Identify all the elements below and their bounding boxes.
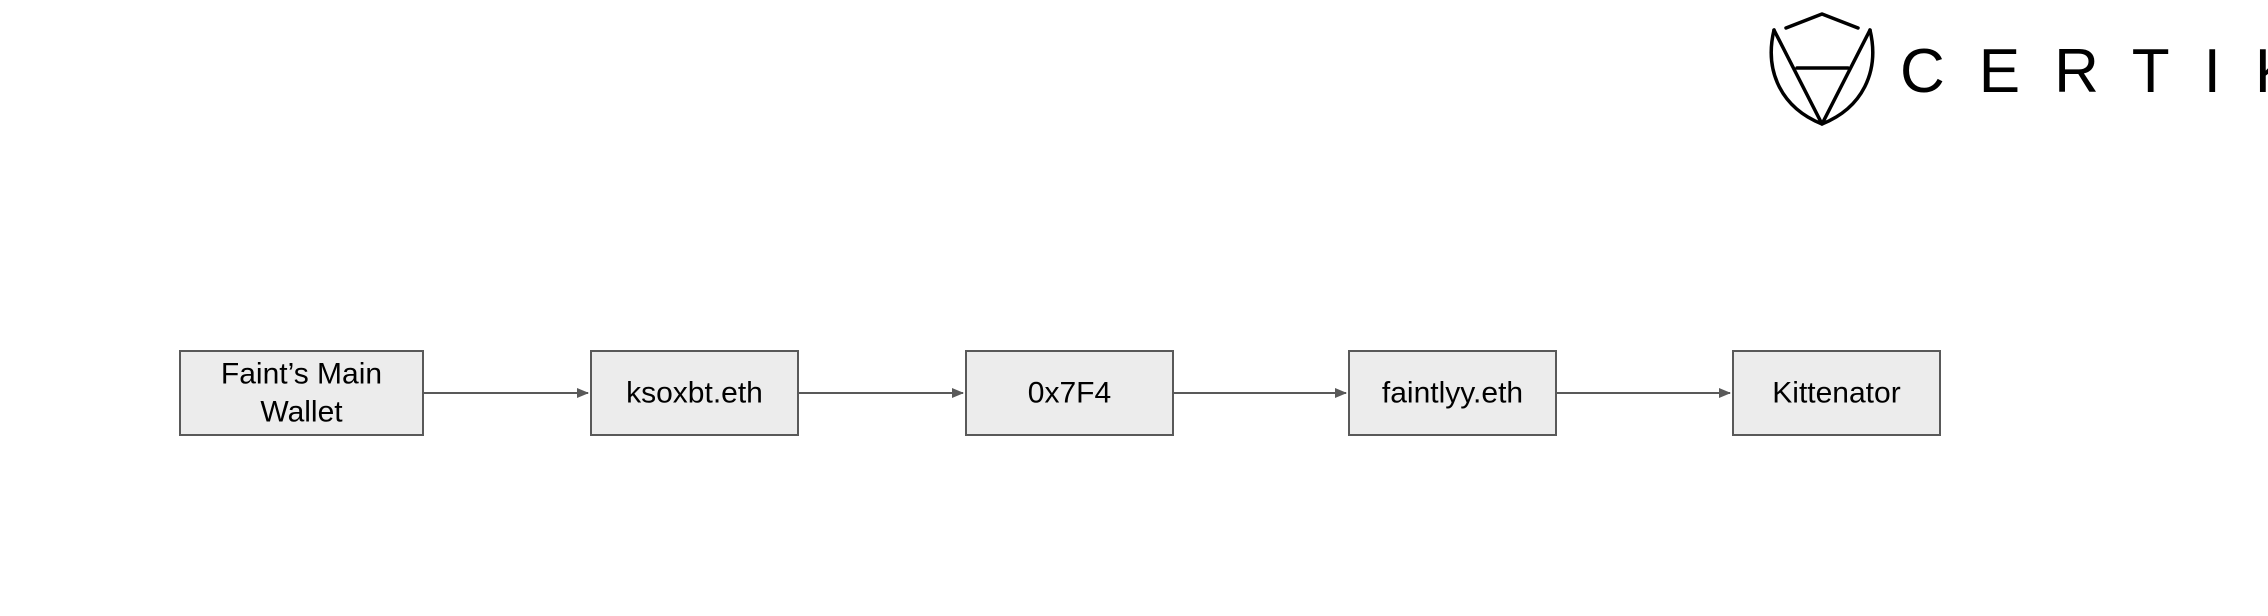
node-kittenator: Kittenator (1732, 350, 1941, 436)
node-0x7f4: 0x7F4 (965, 350, 1174, 436)
node-label: Kittenator (1772, 377, 1900, 410)
node-label: 0x7F4 (1028, 377, 1111, 410)
node-box (590, 350, 799, 436)
certik-logo: CERTIK (1769, 12, 2268, 126)
node-label: ksoxbt.eth (626, 377, 763, 410)
node-ksoxbt: ksoxbt.eth (590, 350, 799, 436)
node-box (1732, 350, 1941, 436)
node-label: faintlyy.eth (1382, 377, 1523, 410)
node-box (179, 350, 424, 436)
node-box (1348, 350, 1557, 436)
node-faintlyy: faintlyy.eth (1348, 350, 1557, 436)
node-box (965, 350, 1174, 436)
certik-wordmark: CERTIK (1900, 37, 2268, 106)
node-label: Wallet (260, 396, 343, 429)
node-label: Faint’s Main (221, 358, 382, 391)
certik-shield-icon (1769, 12, 1875, 126)
